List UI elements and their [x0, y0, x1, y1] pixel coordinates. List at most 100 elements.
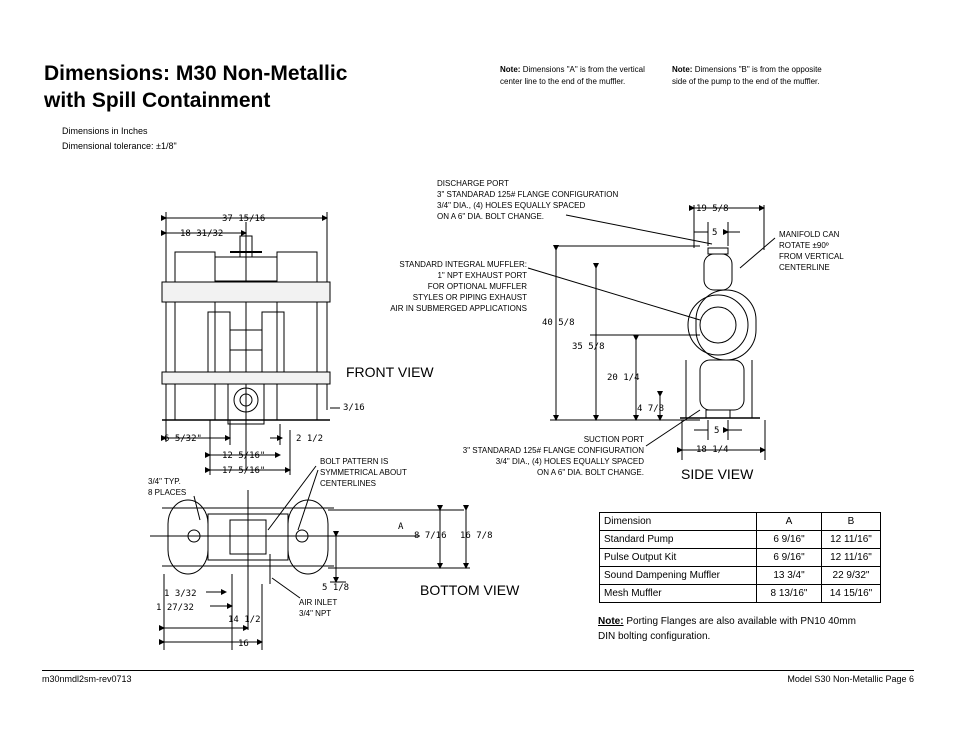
callout-line: 3/4" DIA., (4) HOLES EQUALLY SPACED — [495, 457, 644, 466]
bottom-view-drawing — [150, 465, 470, 650]
footer-rule — [42, 670, 914, 671]
callout-line: FROM VERTICAL — [779, 252, 844, 261]
callout-line: STANDARD INTEGRAL MUFFLER: — [399, 260, 527, 269]
tolerance-line: Dimensional tolerance: ±1/8" — [62, 141, 177, 151]
front-view-label: FRONT VIEW — [346, 364, 434, 380]
dim-label: 5 — [712, 228, 717, 238]
air-inlet-callout: AIR INLET 3/4" NPT — [299, 597, 337, 619]
callout-line: 3/4" TYP. — [148, 477, 181, 486]
suction-port-callout: SUCTION PORT 3" STANDARAD 125# FLANGE CO… — [420, 434, 644, 478]
callout-line: BOLT PATTERN IS — [320, 457, 389, 466]
units-line: Dimensions in Inches — [62, 126, 148, 136]
table-cell: Mesh Muffler — [599, 584, 757, 603]
callout-line: ON A 6" DIA. BOLT CHANGE. — [536, 468, 644, 477]
note-a-label: Note: — [500, 65, 521, 74]
note-a: Note: Dimensions "A" is from the vertica… — [500, 64, 650, 88]
table-row: Sound Dampening Muffler 13 3/4" 22 9/32" — [599, 566, 881, 585]
page-title: Dimensions: M30 Non-Metallic with Spill … — [44, 60, 424, 114]
callout-line: 3" STANDARAD 125# FLANGE CONFIGURATION — [462, 446, 644, 455]
dim-label: 1 27/32 — [156, 603, 194, 613]
table-header-cell: A — [756, 512, 822, 531]
table-row: Standard Pump 6 9/16" 12 11/16" — [599, 530, 881, 549]
dim-label: 5 1/8 — [322, 583, 349, 593]
table-cell: 6 9/16" — [756, 548, 822, 567]
dim-label: 19 5/8 — [696, 204, 729, 214]
callout-line: AIR IN SUBMERGED APPLICATIONS — [390, 304, 527, 313]
dim-label: 17 5/16" — [222, 466, 265, 476]
note-a-text: Dimensions "A" is from the vertical cent… — [500, 65, 645, 86]
porting-note: Note: Porting Flanges are also available… — [598, 614, 858, 644]
front-view-drawing — [161, 212, 340, 475]
dim-label: 16 — [238, 639, 249, 649]
callout-line: ROTATE ±90º — [779, 241, 829, 250]
front-view-dimensions: 37 15/16 18 31/32 3/16 6 5/32" 2 1/2 12 … — [164, 214, 365, 476]
dim-label: 3/16 — [343, 403, 365, 413]
callout-line: CENTERLINES — [320, 479, 377, 488]
bolt-pattern-callout: BOLT PATTERN IS SYMMETRICAL ABOUT CENTER… — [320, 456, 407, 489]
porting-note-text: Porting Flanges are also available with … — [598, 616, 856, 642]
table-cell: 12 11/16" — [821, 548, 881, 567]
bottom-view-dimensions: A 8 7/16 16 7/8 5 1/8 1 3/32 1 27/32 14 … — [156, 522, 493, 649]
dim-label: 37 15/16 — [222, 214, 265, 224]
dim-label: 8 7/16 — [414, 531, 447, 541]
callout-line: CENTERLINE — [779, 263, 830, 272]
callout-line: STYLES OR PIPING EXHAUST — [412, 293, 527, 302]
manifold-callout: MANIFOLD CAN ROTATE ±90º FROM VERTICAL C… — [779, 229, 844, 273]
callout-line: SYMMETRICAL ABOUT — [320, 468, 407, 477]
dim-label: 4 7/8 — [637, 404, 664, 414]
side-view-drawing — [527, 205, 776, 460]
callout-line: 8 PLACES — [148, 488, 187, 497]
table-cell: 14 15/16" — [821, 584, 881, 603]
callout-line: 3/4" NPT — [299, 609, 332, 618]
dim-label: 2 1/2 — [296, 434, 323, 444]
table-cell: Pulse Output Kit — [599, 548, 757, 567]
callout-line: SUCTION PORT — [583, 435, 644, 444]
dimension-table: Dimension A B Standard Pump 6 9/16" 12 1… — [599, 512, 881, 603]
dim-label: 6 5/32" — [164, 434, 202, 444]
table-cell: Standard Pump — [599, 530, 757, 549]
discharge-port-callout: DISCHARGE PORT 3" STANDARAD 125# FLANGE … — [437, 178, 618, 222]
note-b-text: Dimensions "B" is from the opposite side… — [672, 65, 822, 86]
porting-note-label: Note: — [598, 616, 624, 627]
table-row: Mesh Muffler 8 13/16" 14 15/16" — [599, 584, 881, 603]
callout-line: MANIFOLD CAN — [779, 230, 840, 239]
side-view-label: SIDE VIEW — [681, 466, 754, 482]
callout-line: DISCHARGE PORT — [437, 179, 509, 188]
table-cell: 12 11/16" — [821, 530, 881, 549]
table-header-cell: B — [821, 512, 881, 531]
title-line-2: with Spill Containment — [44, 89, 271, 112]
callout-line: ON A 6" DIA. BOLT CHANGE. — [437, 212, 545, 221]
dim-label: 18 31/32 — [180, 229, 223, 239]
table-row: Pulse Output Kit 6 9/16" 12 11/16" — [599, 548, 881, 567]
dim-label: 5 — [714, 426, 719, 436]
muffler-callout: STANDARD INTEGRAL MUFFLER: 1" NPT EXHAUS… — [340, 259, 527, 314]
table-cell: 6 9/16" — [756, 530, 822, 549]
dim-label: A — [398, 522, 404, 532]
dim-label: 40 5/8 — [542, 318, 575, 328]
dim-label: 14 1/2 — [228, 615, 261, 625]
bottom-view-label: BOTTOM VIEW — [420, 582, 520, 598]
dim-label: 1 3/32 — [164, 589, 197, 599]
dim-label: 12 5/16" — [222, 451, 265, 461]
table-cell: 13 3/4" — [756, 566, 822, 585]
footer-page-info: Model S30 Non-Metallic Page 6 — [787, 674, 914, 684]
callout-line: 1" NPT EXHAUST PORT — [437, 271, 527, 280]
table-header-cell: Dimension — [599, 512, 757, 531]
title-line-1: Dimensions: M30 Non-Metallic — [44, 62, 348, 85]
units-info: Dimensions in Inches Dimensional toleran… — [62, 124, 177, 154]
table-cell: 22 9/32" — [821, 566, 881, 585]
callout-line: AIR INLET — [299, 598, 338, 607]
callout-line: 3" STANDARAD 125# FLANGE CONFIGURATION — [437, 190, 619, 199]
table-header-row: Dimension A B — [599, 512, 881, 531]
note-b-label: Note: — [672, 65, 693, 74]
dim-label: 18 1/4 — [696, 445, 729, 455]
footer-doc-code: m30nmdl2sm-rev0713 — [42, 674, 132, 684]
callout-line: 3/4" DIA., (4) HOLES EQUALLY SPACED — [437, 201, 586, 210]
dim-label: 16 7/8 — [460, 531, 493, 541]
side-view-dimensions: 19 5/8 5 40 5/8 35 5/8 20 1/4 4 7/8 5 18… — [542, 204, 729, 455]
table-cell: 8 13/16" — [756, 584, 822, 603]
typ-callout: 3/4" TYP. 8 PLACES — [148, 476, 186, 498]
dim-label: 20 1/4 — [607, 373, 640, 383]
table-cell: Sound Dampening Muffler — [599, 566, 757, 585]
